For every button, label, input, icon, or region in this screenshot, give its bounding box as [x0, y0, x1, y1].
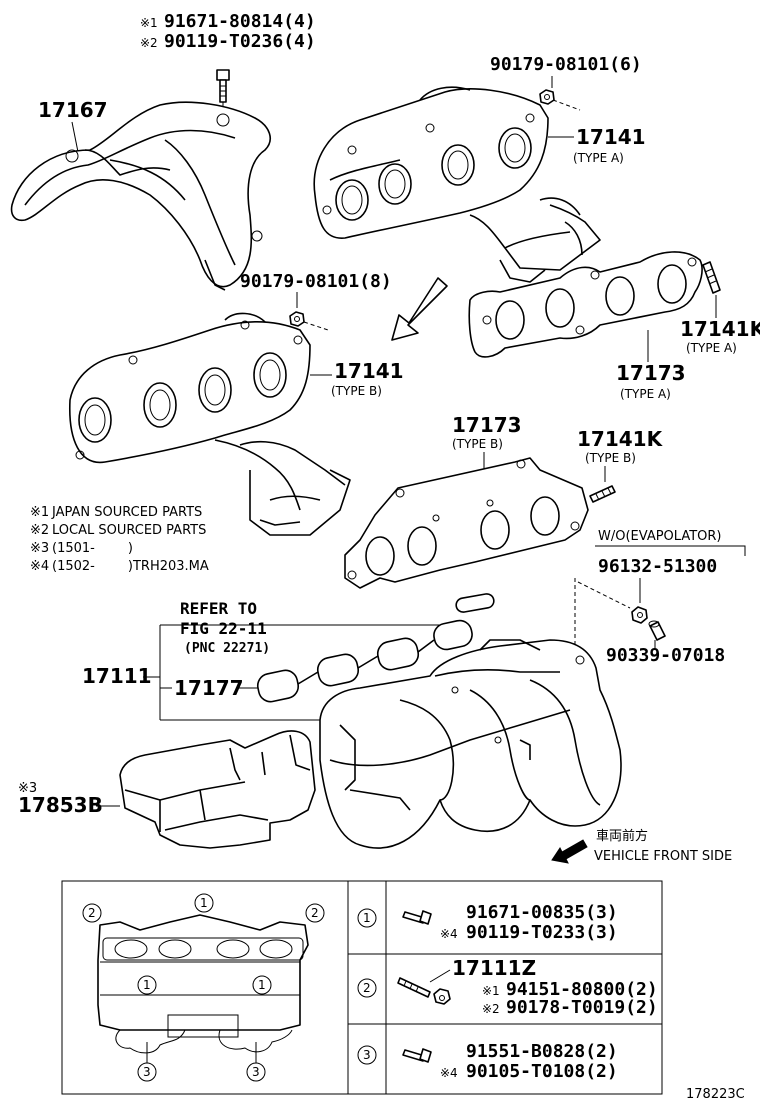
top-bolt-pn1: 91671-80814(4): [164, 11, 316, 32]
note-1-text: JAPAN SOURCED PARTS: [51, 505, 202, 520]
cover-mark: ※3: [18, 781, 37, 796]
manifold-a-type: (TYPE A): [573, 151, 624, 165]
stud-a-type: (TYPE A): [686, 341, 737, 355]
figure-id: 178223C: [686, 1087, 745, 1102]
cover-label: 17853B: [18, 793, 103, 817]
legend-row2-mark1: ※1: [482, 984, 500, 998]
evap-plug-icon[interactable]: [648, 620, 666, 641]
legend-row2-mark2: ※2: [482, 1002, 500, 1016]
exhaust-gasket-b-part[interactable]: [344, 457, 589, 589]
diagram-bolt-markers: 2 1 2 1 1 3 3: [82, 893, 325, 1082]
note-4-text: (1502‐ )TRH203.MA: [52, 559, 209, 574]
top-bolt-callout: ※1 91671-80814(4) ※2 90119-T0236(4): [140, 11, 316, 52]
note-3-text: (1501‐ ): [52, 541, 133, 556]
marker-1-right: 1: [258, 978, 266, 992]
vehicle-front-arrow: [551, 839, 588, 864]
manifold-a-label: 17141: [576, 125, 646, 149]
bolt-position-diagram: [97, 914, 309, 1054]
note-2-mark: ※2: [30, 523, 49, 538]
legend-row2-line2: 90178-T0019(2): [506, 997, 658, 1018]
intake-manifold-label: 17111: [82, 664, 152, 688]
evap-heading: W/O(EVAPOLATOR): [598, 529, 721, 544]
footnotes: ※1 JAPAN SOURCED PARTS ※2 LOCAL SOURCED …: [30, 505, 209, 574]
note-3-mark: ※3: [30, 541, 49, 556]
evap-nut-icon[interactable]: [631, 606, 648, 624]
top-bolt-mark2: ※2: [140, 36, 158, 50]
note-2-text: LOCAL SOURCED PARTS: [52, 523, 206, 538]
direction-arrow: [391, 277, 448, 341]
heat-insulator-part[interactable]: [10, 101, 271, 291]
legend-row3-line1: 91551-B0828(2): [466, 1041, 618, 1062]
evap-pn1: 96132-51300: [598, 556, 717, 577]
nut-icon-b[interactable]: [289, 311, 329, 331]
front-en-label: VEHICLE FRONT SIDE: [594, 849, 732, 864]
legend-row2-line1: 94151-80800(2): [506, 979, 658, 1000]
legend-row3-mark2: ※4: [440, 1066, 458, 1080]
intake-gasket-part[interactable]: [256, 593, 495, 704]
exhaust-manifold-a-part[interactable]: [313, 86, 601, 283]
marker-1-top: 1: [200, 896, 208, 910]
nut-b-label: 90179-08101(8): [240, 271, 392, 292]
legend-row3-line2: 90105-T0108(2): [466, 1061, 618, 1082]
bolt-icon[interactable]: [216, 69, 230, 118]
refer-line1: REFER TO: [180, 599, 257, 618]
legend-row1-line1: 91671-00835(3): [466, 902, 618, 923]
legend-row1-mark2: ※4: [440, 927, 458, 941]
note-4-mark: ※4: [30, 559, 49, 574]
stud-a-label: 17141K: [680, 317, 760, 341]
top-bolt-pn2: 90119-T0236(4): [164, 31, 316, 52]
gasket-b-label: 17173: [452, 413, 522, 437]
intake-manifold-part[interactable]: [319, 639, 622, 849]
row1-bolt-icon[interactable]: [402, 910, 432, 925]
exhaust-gasket-a-part[interactable]: [468, 251, 703, 358]
nut-icon-a[interactable]: [539, 89, 581, 111]
legend-row1-num: 1: [363, 911, 371, 925]
stud-b-label: 17141K: [577, 427, 664, 451]
manifold-b-label: 17141: [334, 359, 404, 383]
bolt-legend-table: [61, 880, 663, 1095]
marker-2-left: 2: [88, 906, 96, 920]
legend-row1-line2: 90119-T0233(3): [466, 922, 618, 943]
front-jp-label: 車両前方: [596, 828, 648, 844]
marker-3-left: 3: [143, 1065, 151, 1079]
gasket-b-type: (TYPE B): [452, 437, 503, 451]
marker-2-right: 2: [311, 906, 319, 920]
stud-a-icon[interactable]: [702, 261, 721, 294]
marker-3-right: 3: [252, 1065, 260, 1079]
stud-b-icon[interactable]: [589, 485, 616, 503]
manifold-b-type: (TYPE B): [331, 384, 382, 398]
top-bolt-mark1: ※1: [140, 16, 158, 30]
legend-row2-header: 17111Z: [452, 956, 536, 980]
heat-insulator-label: 17167: [38, 98, 108, 122]
engine-cover-part[interactable]: [119, 730, 316, 849]
legend-row3-num: 3: [363, 1048, 371, 1062]
exhaust-manifold-b-part[interactable]: [69, 312, 351, 536]
note-1-mark: ※1: [30, 505, 49, 520]
row2-nut-icon[interactable]: [433, 988, 451, 1005]
evap-pn2: 90339-07018: [606, 645, 725, 666]
legend-row2-num: 2: [363, 981, 371, 995]
nut-a-label: 90179-08101(6): [490, 54, 642, 75]
intake-gasket-label: 17177: [174, 676, 244, 700]
refer-line3: (PNC 22271): [184, 641, 270, 656]
row2-stud-icon[interactable]: [397, 969, 451, 998]
gasket-a-type: (TYPE A): [620, 387, 671, 401]
gasket-a-label: 17173: [616, 361, 686, 385]
marker-1-left: 1: [143, 978, 151, 992]
refer-line2: FIG 22-11: [180, 619, 267, 638]
row3-bolt-icon[interactable]: [402, 1048, 432, 1063]
stud-b-type: (TYPE B): [585, 451, 636, 465]
